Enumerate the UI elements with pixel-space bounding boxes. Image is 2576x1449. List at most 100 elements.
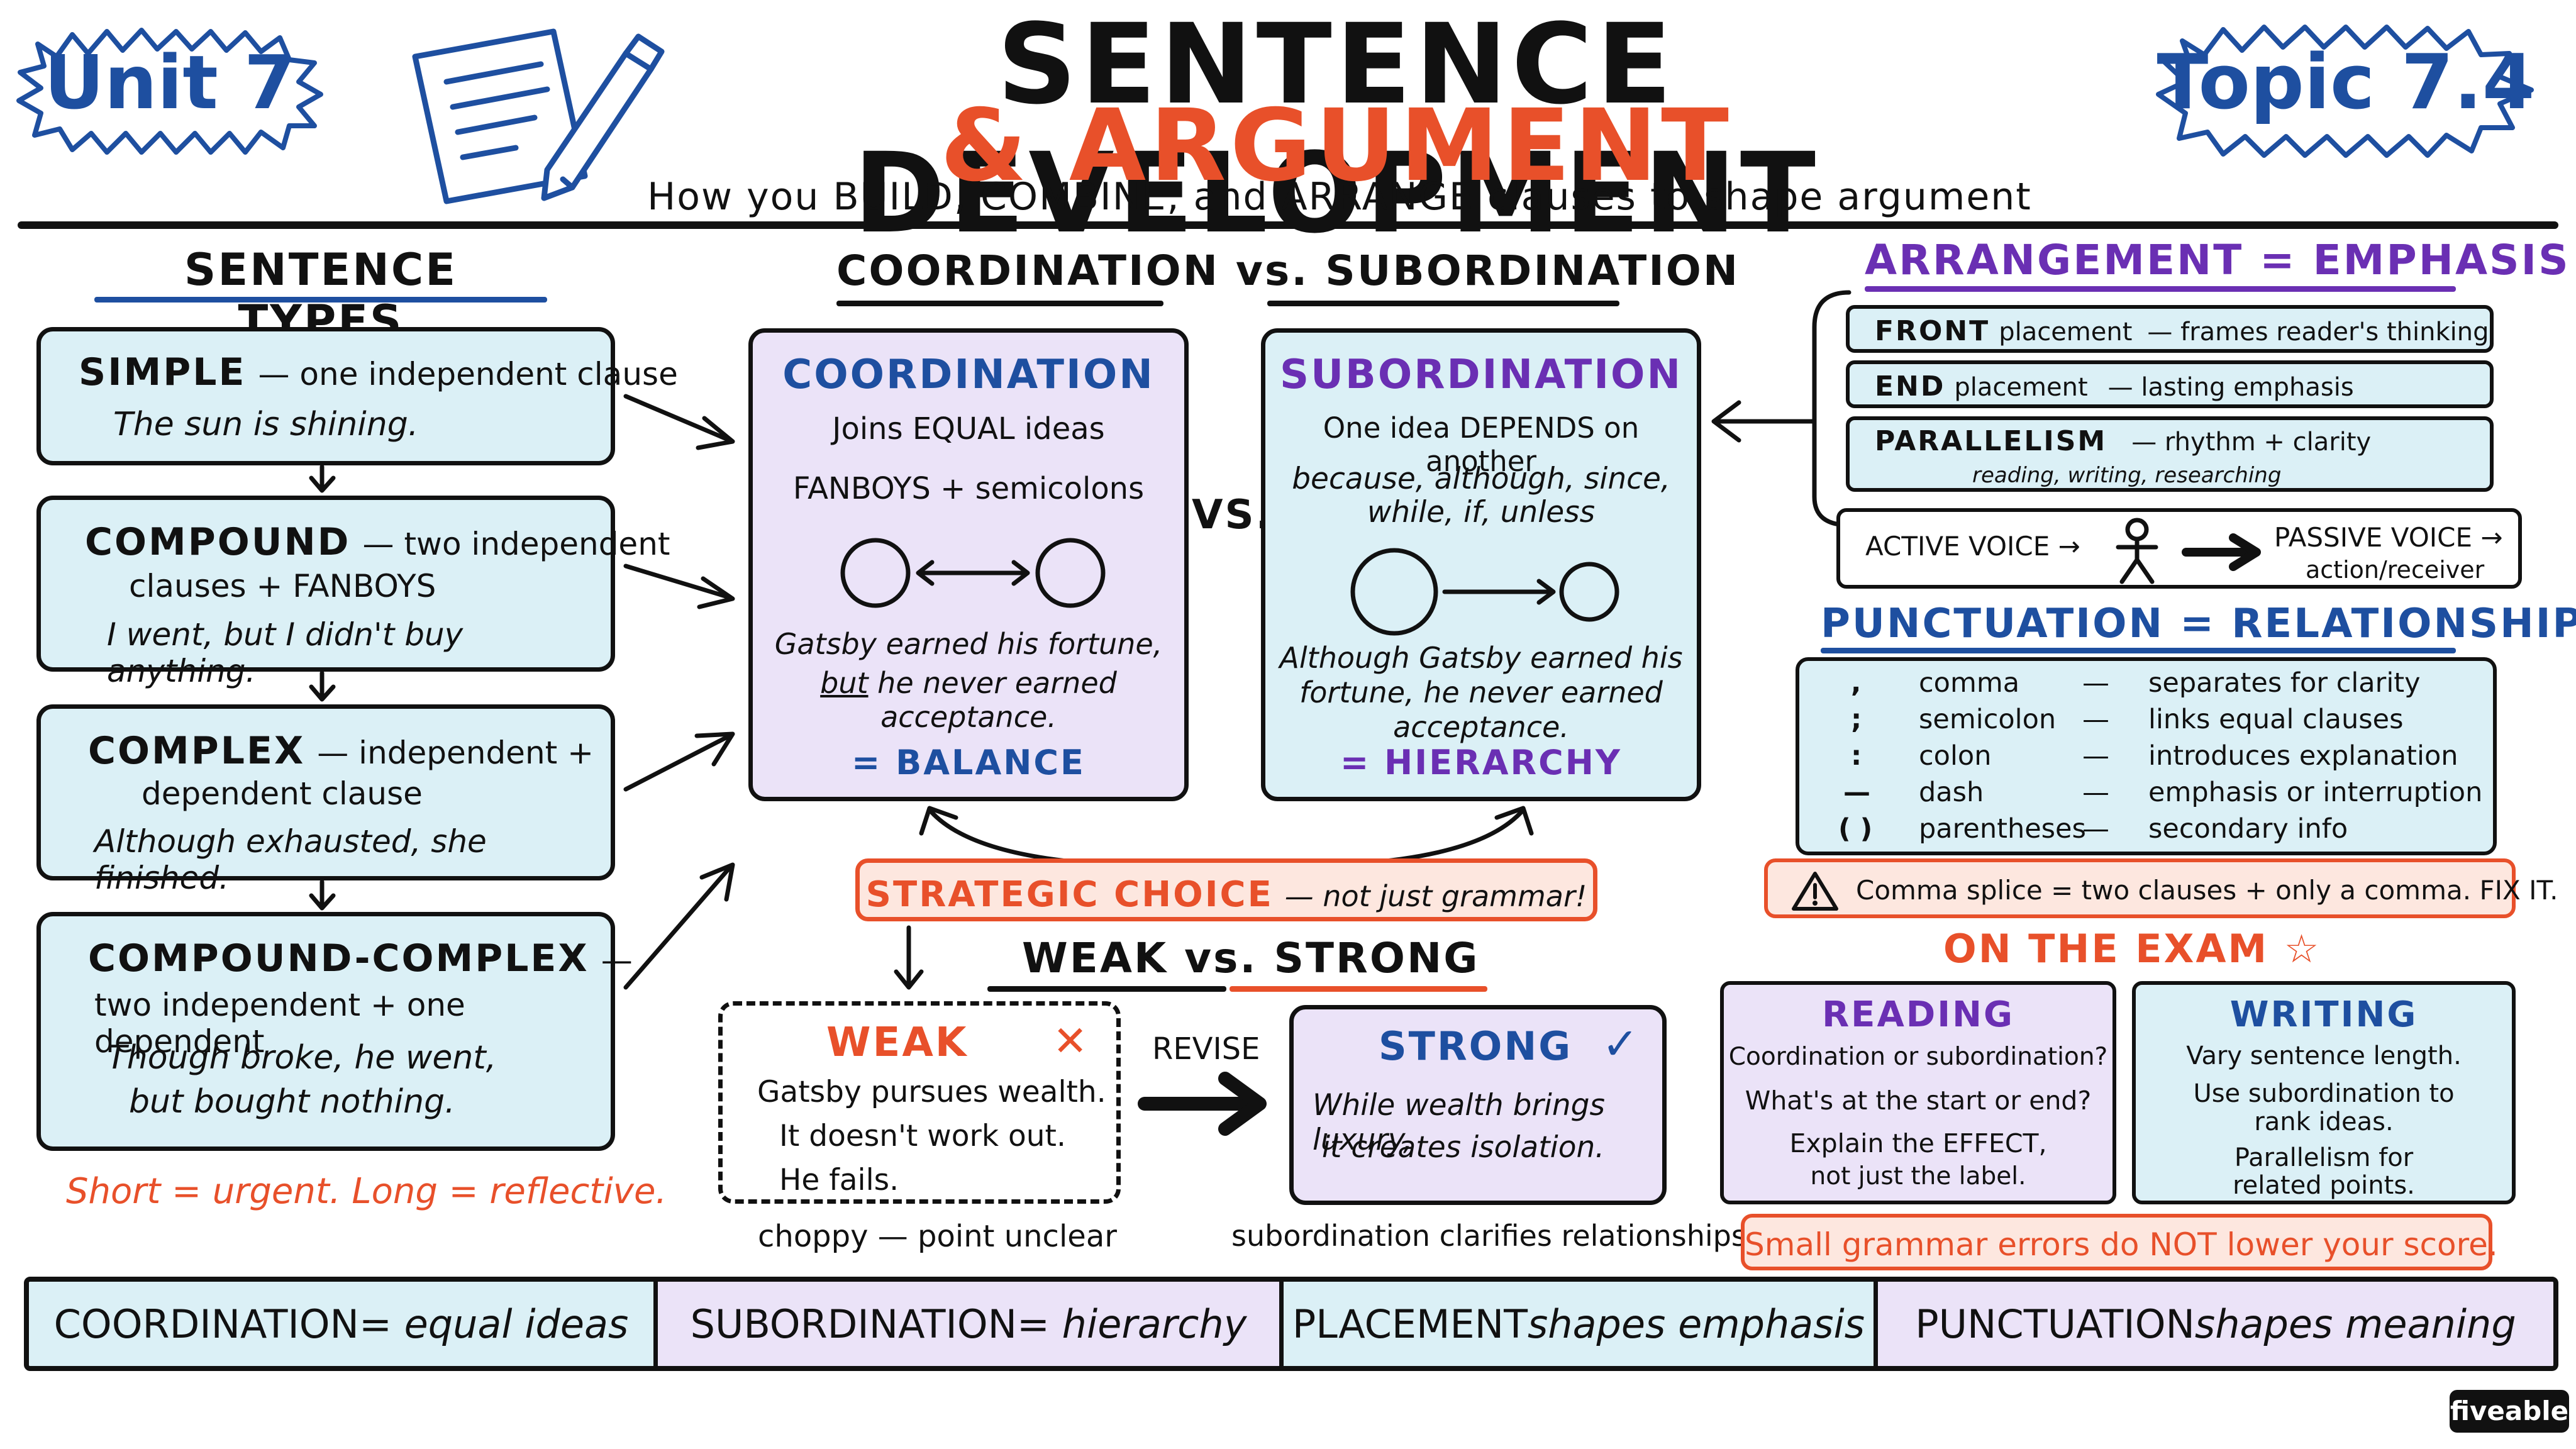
semicolon-name: semicolon [1919, 704, 2057, 735]
simple-example: The sun is shining. [113, 406, 419, 443]
semicolon-dash: — [2082, 704, 2109, 735]
summary-coordination-strong: COORDINATION [53, 1301, 359, 1347]
weak-x-icon: ✕ [1053, 1017, 1088, 1065]
strong-check-icon: ✓ [1602, 1018, 1639, 1070]
subordination-footer: = HIERARCHY [1340, 743, 1623, 782]
strategic-choice-note: — not just grammar! [1284, 879, 1587, 913]
subordination-example-1: Although Gatsby earned his [1279, 641, 1683, 675]
hierarchy-diagram [1350, 548, 1619, 636]
coordination-example-rest: he never earned acceptance. [868, 666, 1117, 734]
simple-card: SIMPLE — one independent clause The sun … [36, 327, 678, 465]
subordination-title: SUBORDINATION [1279, 352, 1683, 398]
warning-icon [1792, 872, 1838, 911]
simple-name: SIMPLE [79, 350, 247, 394]
unit-badge-burst [16, 28, 323, 155]
dash-symbol: — [1843, 777, 1870, 808]
compound-card: COMPOUND — two independent clauses + FAN… [36, 496, 670, 689]
coordination-footer: = BALANCE [852, 743, 1085, 782]
coordination-title: COORDINATION [782, 352, 1155, 398]
writing-line-2: Use subordination to [2193, 1079, 2455, 1108]
compound-desc: — two independent [362, 526, 670, 562]
coord-heading-right: SUBORDINATION [1325, 247, 1740, 295]
punctuation-row: ; semicolon — links equal clauses [1799, 704, 2493, 740]
weak-title: WEAK [826, 1019, 969, 1066]
passive-voice-sub: action/receiver [2306, 556, 2485, 584]
dash-dash: — [2082, 777, 2109, 808]
weak-line-1: Gatsby pursues wealth. [757, 1075, 1106, 1109]
weak-strong-heading-vs: vs. [1184, 934, 1258, 982]
sentence-length-note: Short = urgent. Long = reflective. [66, 1171, 667, 1212]
summary-bar: COORDINATION = equal ideas SUBORDINATION… [24, 1277, 2558, 1371]
passive-voice-label: PASSIVE VOICE → [2274, 522, 2503, 553]
weak-strong-heading: WEAK vs. STRONG [1022, 934, 1479, 982]
weak-heading-underline [987, 986, 1226, 992]
subtitle: How you BUILD, COMBINE, and ARRANGE clau… [647, 175, 2032, 219]
strategic-choice-banner: STRATEGIC CHOICE — not just grammar! [855, 858, 1597, 921]
compound-complex-desc-2: two independent + one dependent [94, 987, 465, 1060]
punctuation-row: — dash — emphasis or interruption [1799, 777, 2493, 813]
arrangement-underline [1865, 286, 2456, 292]
grammar-errors-note-box: Small grammar errors do NOT lower your s… [1741, 1214, 2498, 1270]
topic-badge: Topic 7.4 [2157, 39, 2535, 126]
coordination-line-1: Joins EQUAL ideas [832, 411, 1105, 447]
sentence-types-arrows [309, 394, 735, 990]
title-line-1: SENTENCE DEVELOPMENT [853, 0, 1819, 258]
summary-subordination-strong: SUBORDINATION [690, 1301, 1018, 1347]
summary-placement-strong: PLACEMENT [1292, 1301, 1528, 1347]
coord-heading-underline-left [836, 301, 1163, 306]
summary-punctuation-strong: PUNCTUATION [1915, 1301, 2195, 1347]
weak-strong-heading-right: STRONG [1274, 934, 1480, 982]
topic-badge-burst [2156, 25, 2534, 158]
writing-line-1: Vary sentence length. [2186, 1041, 2462, 1070]
summary-subordination-rest: = hierarchy [1017, 1301, 1247, 1347]
writing-line-3: rank ideas. [2254, 1108, 2394, 1136]
reading-line-4: not just the label. [1810, 1162, 2026, 1191]
summary-punctuation: PUNCTUATION shapes meaning [1878, 1282, 2553, 1366]
parentheses-symbol: ( ) [1838, 813, 1873, 845]
colon-name: colon [1919, 740, 1992, 772]
writing-line-5: related points. [2233, 1171, 2415, 1200]
exam-reading-card: READING Coordination or subordination? W… [1720, 981, 2116, 1204]
front-name: FRONT [1875, 315, 1990, 347]
end-placement-row: END placement — lasting emphasis [1846, 360, 2494, 408]
colon-dash: — [2082, 740, 2109, 772]
compound-complex-name: COMPOUND-COMPLEX [88, 936, 589, 980]
summary-placement: PLACEMENT shapes emphasis [1284, 1282, 1878, 1366]
reading-title: READING [1822, 994, 2014, 1035]
grammar-errors-note: Small grammar errors do NOT lower your s… [1745, 1226, 2498, 1263]
voice-row: ACTIVE VOICE → PASSIVE VOICE → action/re… [1836, 508, 2522, 589]
subordination-example-3: acceptance. [1393, 710, 1569, 744]
compound-example: I went, but I didn't buy anything. [107, 616, 464, 689]
dash-name: dash [1919, 777, 1984, 808]
arrangement-bracket [1711, 290, 1852, 528]
reading-line-2: What's at the start or end? [1745, 1085, 2092, 1116]
strong-heading-underline [1230, 986, 1487, 992]
compound-complex-example-1: Though broke, he went, [107, 1039, 497, 1077]
punctuation-table: , comma — separates for clarity ; semico… [1796, 657, 2497, 855]
fiveable-logo: fiveable [2450, 1390, 2569, 1433]
active-voice-label: ACTIVE VOICE → [1865, 531, 2080, 562]
compound-complex-example-2: but bought nothing. [129, 1083, 455, 1121]
parallelism-name: PARALLELISM [1875, 425, 2107, 457]
comma-desc: separates for clarity [2148, 667, 2421, 699]
compound-desc-2: clauses + FANBOYS [129, 568, 436, 604]
colon-desc: introduces explanation [2148, 740, 2458, 772]
end-name: END [1875, 370, 1946, 402]
weak-line-3: He fails. [779, 1163, 899, 1197]
complex-card: COMPLEX — independent + dependent clause… [36, 704, 615, 896]
weak-strong-heading-left: WEAK [1022, 934, 1169, 982]
summary-placement-rest: shapes emphasis [1527, 1301, 1865, 1347]
title-line-2: & ARGUMENT [940, 88, 1733, 204]
reading-line-3: Explain the EFFECT, [1789, 1128, 2047, 1158]
revise-arrow-icon [1138, 1072, 1267, 1136]
sentence-types-underline [94, 297, 547, 303]
front-desc: — frames reader's thinking [2147, 318, 2489, 347]
coordination-example-but: but [820, 666, 869, 700]
strategic-choice-label: STRATEGIC CHOICE [865, 874, 1274, 915]
coordination-example-1: Gatsby earned his fortune, [774, 627, 1163, 661]
dash-desc: emphasis or interruption [2148, 777, 2483, 808]
subordination-line-1: One idea DEPENDS on another [1323, 411, 1640, 478]
weak-line-2: It doesn't work out. [779, 1119, 1066, 1153]
coord-heading-vs: vs. [1235, 247, 1309, 295]
summary-punctuation-rest: shapes meaning [2194, 1301, 2516, 1347]
